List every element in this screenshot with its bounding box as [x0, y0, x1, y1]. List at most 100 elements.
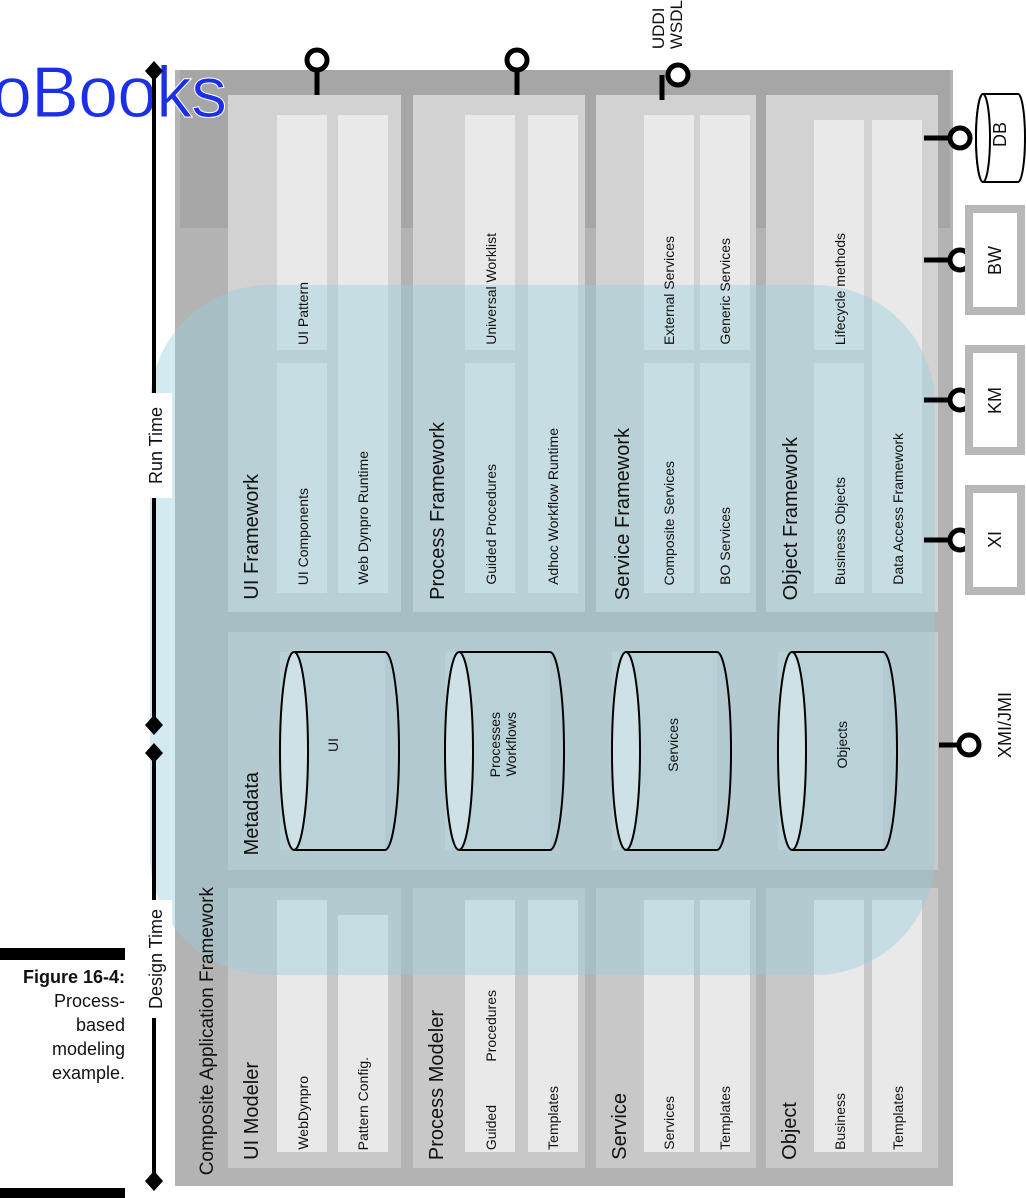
top-interfaces — [304, 47, 691, 100]
db-cylinder-icon — [975, 93, 1026, 183]
ui-interface-icon — [304, 47, 330, 95]
guided-label: Guided — [483, 1104, 499, 1150]
service-templates-label: Templates — [717, 1086, 733, 1150]
ui-components-label: UI Components — [295, 487, 311, 585]
data-access-framework-label: Data Access Framework — [890, 433, 906, 585]
km-connector-icon — [924, 387, 973, 413]
process-modeler-title: Process Modeler — [425, 1009, 448, 1160]
composite-services-label: Composite Services — [661, 460, 677, 586]
objects-store-label: Objects — [834, 721, 850, 769]
designtime-label-box: Business — [829, 1060, 851, 1150]
runtime-label-box: Web Dynpro Runtime — [352, 380, 374, 585]
caption-top-rule — [0, 948, 125, 960]
lifecycle-methods-label: Lifecycle methods — [832, 232, 848, 345]
designtime-label-box: Guided — [480, 1080, 502, 1150]
services-store-cylinder — [611, 651, 732, 851]
runtime-label-box: UI Components — [292, 420, 314, 585]
object-framework-title-box: Object Framework — [773, 380, 809, 600]
store-label-box: Objects — [831, 690, 853, 800]
runtime-item — [465, 115, 515, 350]
runtime-item — [277, 115, 327, 350]
caption-label: Figure 16-4: — [22, 967, 125, 987]
generic-services-label: Generic Services — [717, 238, 733, 345]
process-framework-title-box: Process Framework — [420, 380, 456, 600]
xi-system-inner: XI — [973, 493, 1017, 587]
service-framework-title: Service Framework — [611, 427, 634, 600]
store-label-box: Processes Workflows — [478, 690, 528, 800]
object-templates-label: Templates — [890, 1086, 906, 1150]
designtime-item — [814, 900, 864, 1152]
designtime-label-box: Services — [658, 1060, 680, 1150]
designtime-title-box: Service — [604, 1060, 636, 1160]
object-framework-title: Object Framework — [779, 436, 802, 600]
km-system-inner: KM — [973, 353, 1017, 447]
universal-worklist-label: Universal Worklist — [483, 233, 499, 345]
designtime-title-box: Process Modeler — [421, 980, 453, 1160]
designtime-label-box: Pattern Config. — [352, 1040, 374, 1150]
runtime-item — [338, 115, 388, 593]
ui-pattern-label: UI Pattern — [295, 281, 311, 345]
runtime-item — [700, 115, 750, 350]
figure-caption: Figure 16-4: Process- based modeling exa… — [0, 965, 125, 1085]
bw-label: BW — [984, 245, 1005, 275]
process-framework-title: Process Framework — [426, 422, 449, 600]
caption-line: Process- — [53, 991, 125, 1011]
business-label: Business — [832, 1093, 848, 1150]
runtime-label-box: Guided Procedures — [480, 380, 502, 585]
designtime-label-box: Procedures — [480, 970, 502, 1062]
designtime-label-box: WebDynpro — [292, 1060, 314, 1150]
xi-label: XI — [984, 531, 1005, 549]
uddi-wsdl-label: UDDI WSDL — [649, 0, 686, 50]
store-label-box: UI — [322, 700, 344, 790]
xmi-jmi-label: XMI/JMI — [994, 692, 1015, 758]
process-interface-icon — [504, 47, 530, 95]
caption-bottom-rule — [0, 1188, 125, 1198]
runtime-label-box: Lifecycle methods — [829, 180, 851, 345]
runtime-item — [700, 363, 750, 593]
publisher-logo: oBooks — [0, 53, 228, 134]
designtime-label-box: Templates — [714, 1060, 736, 1150]
procedures-label: Procedures — [483, 990, 499, 1062]
service-interface-icon — [659, 62, 691, 100]
metadata-panel — [228, 632, 938, 870]
runtime-label-box: Data Access Framework — [887, 380, 909, 585]
timeline — [145, 61, 163, 1191]
runtime-label-box: Business Objects — [829, 380, 851, 585]
business-objects-label: Business Objects — [832, 476, 848, 585]
pattern-config-label: Pattern Config. — [355, 1056, 371, 1150]
ui-framework-title: UI Framework — [240, 474, 263, 600]
store-label-box: Services — [662, 690, 684, 800]
designtime-item — [528, 900, 578, 1152]
designtime-title-box: UI Modeler — [236, 1000, 268, 1160]
metadata-title: Metadata — [240, 771, 263, 855]
guided-procedures-label: Guided Procedures — [483, 464, 499, 585]
runtime-label-box: Generic Services — [714, 180, 736, 345]
runtime-item — [465, 363, 515, 593]
runtime-item — [644, 363, 694, 593]
db-label-box: DB — [985, 110, 1015, 160]
runtime-label-box: UI Pattern — [292, 245, 314, 345]
runtime-label-box: BO Services — [714, 380, 736, 585]
runtime-label-box: External Services — [658, 180, 680, 345]
caption-line: based — [75, 1015, 125, 1035]
designtime-item — [338, 915, 388, 1152]
runtime-item — [528, 115, 578, 593]
designtime-item — [700, 900, 750, 1152]
runtime-item — [644, 115, 694, 350]
design-time-label: Design Time — [145, 908, 166, 1010]
processes-workflows-store-cylinder — [444, 651, 565, 851]
process-templates-label: Templates — [545, 1086, 561, 1150]
framework-title: Composite Application Framework — [197, 886, 218, 1175]
framework-title-box: Composite Application Framework — [192, 870, 224, 1175]
ui-store-label: UI — [325, 738, 341, 752]
runtime-item — [872, 120, 922, 593]
web-dynpro-runtime-label: Web Dynpro Runtime — [355, 451, 371, 585]
runtime-label-box: Composite Services — [658, 380, 680, 586]
xi-connector-icon — [924, 527, 973, 553]
runtime-item — [814, 120, 864, 350]
db-connector-icon — [924, 125, 973, 151]
processes-workflows-store-label: Processes Workflows — [487, 712, 519, 778]
designtime-title-box: Object — [774, 1060, 806, 1160]
km-label: KM — [984, 386, 1005, 414]
